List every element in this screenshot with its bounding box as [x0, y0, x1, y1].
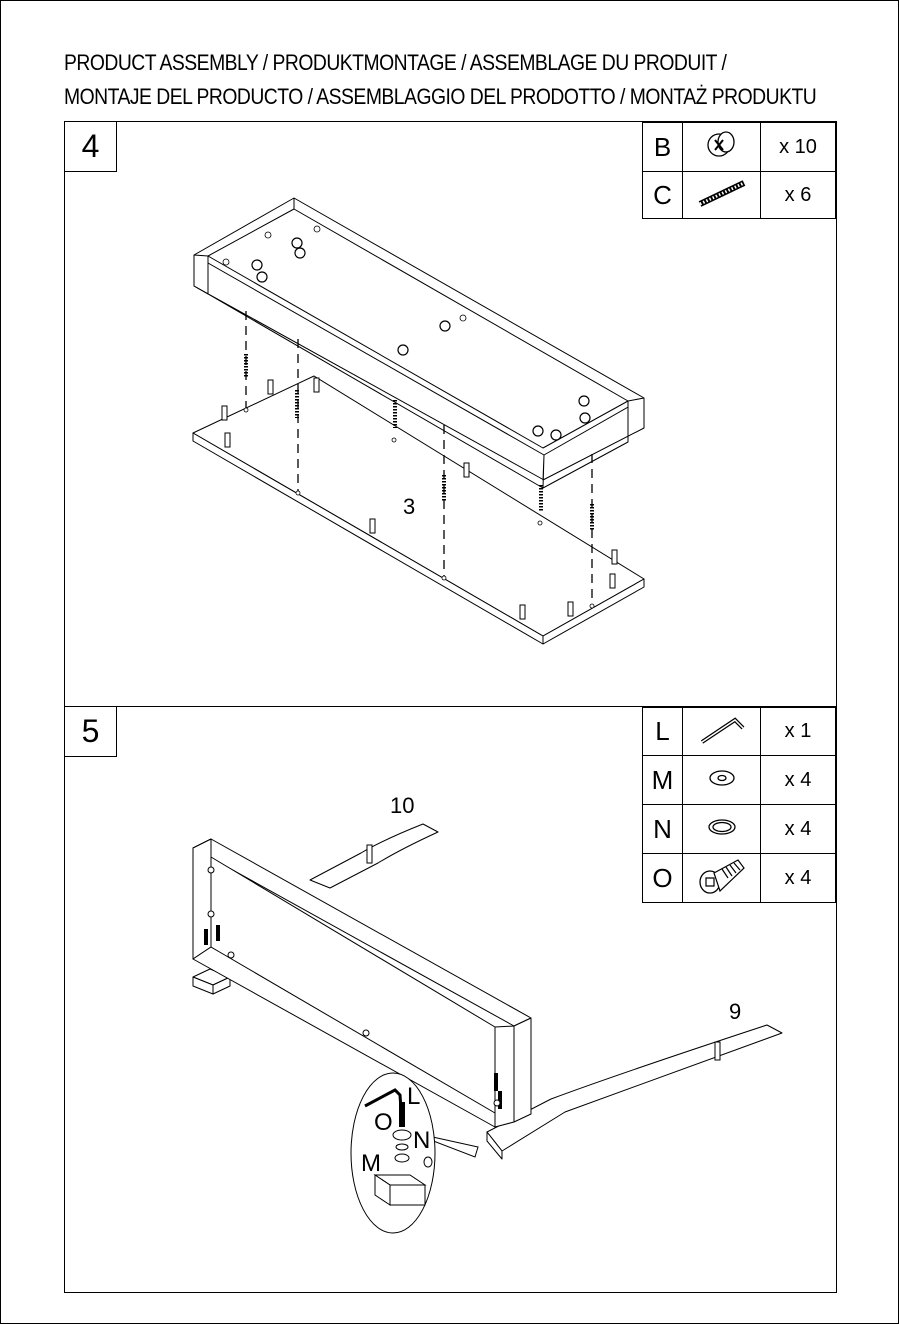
part-row: L x 1: [643, 708, 836, 756]
detail-label-o: O: [374, 1109, 393, 1137]
part-row: M x 4: [643, 756, 836, 805]
cam-lock-icon: [702, 128, 742, 162]
part-label-bottom-panel: 3: [403, 494, 415, 520]
step-number: 5: [65, 707, 117, 757]
part-row: N x 4: [643, 805, 836, 854]
flat-washer-icon: [705, 768, 739, 788]
detail-label-l: L: [407, 1083, 420, 1111]
part-letter: B: [643, 123, 683, 172]
part-letter: C: [643, 172, 683, 219]
wooden-dowel-icon: [696, 178, 748, 208]
hex-bolt-icon: [696, 856, 748, 896]
part-row: B x 10: [643, 123, 836, 172]
parts-table: B x 10 C x 6: [642, 122, 836, 219]
part-quantity: x 6: [761, 172, 836, 219]
part-label-leg-10: 10: [390, 793, 414, 819]
part-label-leg-9: 9: [729, 999, 741, 1025]
spring-washer-icon: [705, 817, 739, 837]
part-quantity: x 4: [761, 756, 836, 805]
allen-key-icon: [697, 712, 747, 746]
step-number: 4: [65, 122, 117, 172]
part-row: O x 4: [643, 854, 836, 903]
header-title-line-2: MONTAJE DEL PRODUCTO / ASSEMBLAGGIO DEL …: [64, 84, 816, 110]
part-letter: N: [643, 805, 683, 854]
part-quantity: x 10: [761, 123, 836, 172]
leg-10: [310, 824, 438, 888]
part-row: C x 6: [643, 172, 836, 219]
detail-label-n: N: [413, 1127, 430, 1155]
part-quantity: x 4: [761, 854, 836, 903]
detail-label-m: M: [361, 1150, 381, 1178]
step-4-panel: 4 B x 10 C x 6 3: [64, 121, 837, 707]
part-quantity: x 4: [761, 805, 836, 854]
parts-table: L x 1 M x 4 N: [642, 707, 836, 903]
header-title-line-1: PRODUCT ASSEMBLY / PRODUKTMONTAGE / ASSE…: [64, 50, 726, 76]
part-quantity: x 1: [761, 708, 836, 756]
part-letter: L: [643, 708, 683, 756]
step-5-panel: 5 L x 1 M x 4 N: [64, 706, 837, 1293]
part-letter: O: [643, 854, 683, 903]
part-letter: M: [643, 756, 683, 805]
